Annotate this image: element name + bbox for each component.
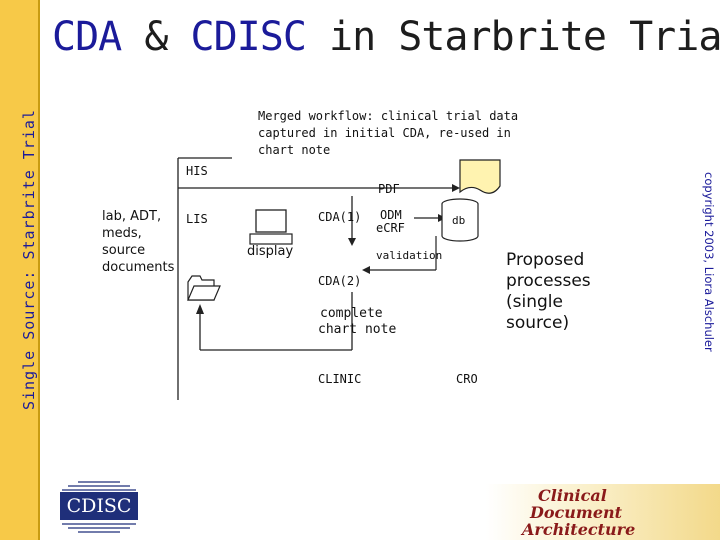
left-accent-bar — [0, 0, 38, 540]
title-cdisc: CDISC — [190, 14, 307, 60]
source-line: meds, — [102, 226, 142, 241]
diagram-caption: Merged workflow: clinical trial data cap… — [258, 108, 518, 159]
proposed-line: (single — [506, 292, 563, 312]
cda-arrowhead — [348, 238, 356, 246]
proposed-line: Proposed — [506, 250, 585, 270]
pdf-arrowhead — [452, 184, 460, 192]
caption-line: captured in initial CDA, re-used in — [258, 126, 511, 140]
lis-label: LIS — [186, 212, 208, 226]
clinic-label: CLINIC — [318, 372, 362, 386]
pdf-document-icon — [459, 159, 501, 194]
source-data-label: lab, ADT, meds, source documents — [102, 208, 174, 276]
title-amp: & — [121, 14, 191, 60]
caption-line: Merged workflow: clinical trial data — [258, 109, 519, 123]
source-line: documents — [102, 260, 175, 275]
loop-arrowhead — [196, 304, 204, 314]
pdf-label: PDF — [378, 182, 400, 196]
validation-label: validation — [376, 249, 443, 262]
cda-logo-banner: Clinical Document Architecture — [486, 484, 720, 540]
display-keyboard-icon — [249, 233, 293, 245]
cdisc-logo-stripes — [62, 481, 136, 533]
ecrf-label: eCRF — [376, 221, 405, 235]
cda1-label: CDA(1) — [318, 210, 362, 224]
cda2-label: CDA(2) — [318, 274, 362, 288]
cro-label: CRO — [456, 372, 478, 386]
title-rest: in Starbrite Trial — [305, 14, 720, 60]
cda-logo-word: Clinical — [538, 486, 607, 505]
validation-arrowhead — [362, 266, 370, 274]
chart-note-label: chart note — [318, 322, 397, 337]
source-line: source — [102, 243, 146, 258]
display-monitor-icon — [255, 209, 287, 233]
odm-label: ODM — [380, 208, 402, 222]
left-accent-rule — [38, 0, 40, 540]
page-title: CDA & CDISC in Starbrite Trial — [52, 14, 720, 60]
cdisc-logo: CDISC — [54, 472, 144, 538]
source-line: lab, ADT, — [102, 209, 162, 224]
db-cylinder-body — [441, 204, 479, 242]
proposed-line: processes — [506, 271, 591, 291]
folder-flap — [187, 285, 221, 301]
db-label: db — [452, 214, 466, 227]
cda-logo-word: Architecture — [522, 520, 636, 539]
proposed-line: source) — [506, 313, 570, 333]
proposed-processes-note: Proposed processes (single source) — [506, 250, 591, 334]
cdisc-logo-text: CDISC — [60, 492, 138, 520]
title-cda: CDA — [52, 14, 122, 60]
display-label: display — [247, 244, 294, 259]
his-label: HIS — [186, 164, 208, 178]
caption-line: chart note — [258, 143, 331, 157]
cda-logo-word: Document — [530, 503, 623, 522]
complete-label: complete — [320, 306, 383, 321]
